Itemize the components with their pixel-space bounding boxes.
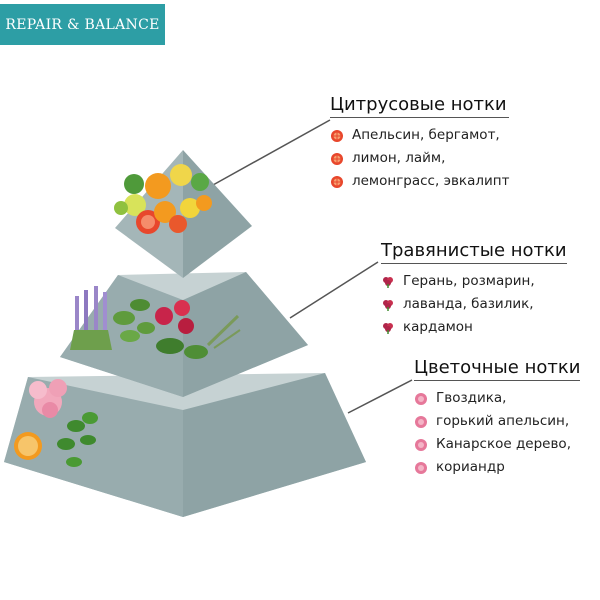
- floral-item-text: кориандр: [436, 459, 505, 475]
- citrus-notes-title: Цитрусовые нотки: [330, 94, 510, 118]
- connector-line-citrus: [212, 119, 331, 186]
- connector-line-floral: [347, 379, 413, 414]
- floral-item-text: Канарское дерево,: [436, 436, 571, 452]
- list-item: лаванда, базилик,: [381, 293, 567, 316]
- floral-illustration: [14, 379, 98, 467]
- herbal-notes-title: Травянистые нотки: [381, 240, 567, 264]
- list-item: Апельсин, бергамот,: [330, 124, 509, 147]
- list-item: Канарское дерево,: [414, 433, 580, 456]
- citrus-fruits-illustration: [114, 164, 212, 234]
- list-item: кардамон: [381, 316, 567, 339]
- pink-flower-icon: [415, 438, 427, 451]
- brand-logo: REPAIR & BALANCE: [0, 4, 165, 45]
- herbs-illustration: [70, 286, 241, 359]
- floral-notes-title: Цветочные нотки: [414, 357, 581, 381]
- orange-slice-icon: [331, 175, 343, 188]
- pink-flower-icon: [415, 461, 427, 474]
- connector-line-herbal: [289, 261, 379, 319]
- list-item: лимон, лайм,: [330, 147, 509, 170]
- floral-item-text: горький апельсин,: [436, 413, 570, 429]
- herbal-item-text: Герань, розмарин,: [403, 273, 535, 289]
- floral-item-text: Гвоздика,: [436, 390, 507, 406]
- citrus-item-text: лимон, лайм,: [352, 150, 446, 166]
- citrus-item-text: лемонграсс, эвкалипт: [352, 173, 510, 189]
- geranium-icon: [383, 322, 393, 334]
- herbal-notes-group: Травянистые нотки Герань, розмарин, лава…: [381, 240, 567, 339]
- citrus-notes-group: Цитрусовые нотки Апельсин, бергамот, лим…: [330, 94, 510, 193]
- orange-slice-icon: [331, 152, 343, 165]
- geranium-icon: [383, 276, 393, 288]
- list-item: лемонграсс, эвкалипт: [330, 170, 509, 193]
- herbal-item-text: кардамон: [403, 319, 473, 335]
- floral-notes-group: Цветочные нотки Гвоздика, горький апельс…: [414, 357, 581, 479]
- list-item: горький апельсин,: [414, 410, 580, 433]
- list-item: Герань, розмарин,: [381, 270, 567, 293]
- list-item: Гвоздика,: [414, 387, 580, 410]
- citrus-item-text: Апельсин, бергамот,: [352, 127, 500, 143]
- list-item: кориандр: [414, 456, 580, 479]
- herbal-item-text: лаванда, базилик,: [403, 296, 534, 312]
- pink-flower-icon: [415, 415, 427, 428]
- pink-flower-icon: [415, 392, 427, 405]
- geranium-icon: [383, 299, 393, 311]
- orange-slice-icon: [331, 129, 343, 142]
